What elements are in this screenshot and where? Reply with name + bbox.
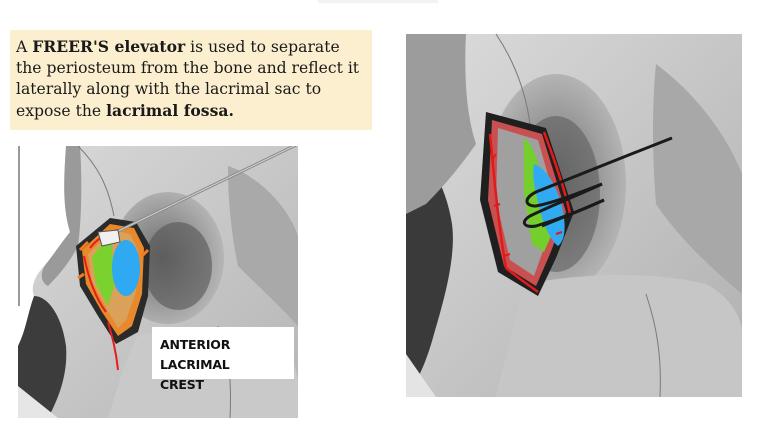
red-annotation-stroke [488,131,572,294]
corner-triangle [18,386,58,418]
suture-line [645,293,661,397]
nasal-bone [406,34,476,214]
orange-annotation-stroke [77,240,150,280]
label-line-2: CREST [160,377,204,392]
lacrimal-sac-blue [112,240,140,296]
suture-line [77,146,115,217]
red-arrow-line [107,321,119,371]
label-line-1: ANTERIOR LACRIMAL [160,337,231,372]
callout-bold-freers-elevator: FREER'S elevator [32,37,186,56]
instrument-loop-1 [525,136,673,208]
lacrimal-sac-blue [533,164,565,246]
right-skull-illustration [406,34,742,397]
temple [228,166,298,326]
lacrimal-fossa-green [92,240,114,306]
nasal-cavity [18,296,67,418]
instrument-loop-3 [541,198,605,228]
corner-triangle [406,354,436,397]
orbit-depth [144,222,212,310]
nasal-bone [41,146,82,286]
anterior-lacrimal-crest-label: ANTERIOR LACRIMAL CREST [152,327,294,392]
temple [653,64,742,294]
callout-box: A FREER'S elevator is used to separate t… [10,30,372,130]
red-annotation-ticks [491,153,563,257]
freer-elevator-highlight [107,146,296,237]
cheek-bone [496,274,742,397]
callout-text-1: A [16,38,33,56]
top-decoration-bar [318,0,438,3]
callout-bold-lacrimal-fossa: lacrimal fossa. [106,101,234,120]
suture-line [495,34,531,125]
callout-text-2: is used to separate the periosteum from … [16,38,360,120]
freer-elevator-tip [97,229,121,247]
right-skull-drawing [406,34,742,397]
